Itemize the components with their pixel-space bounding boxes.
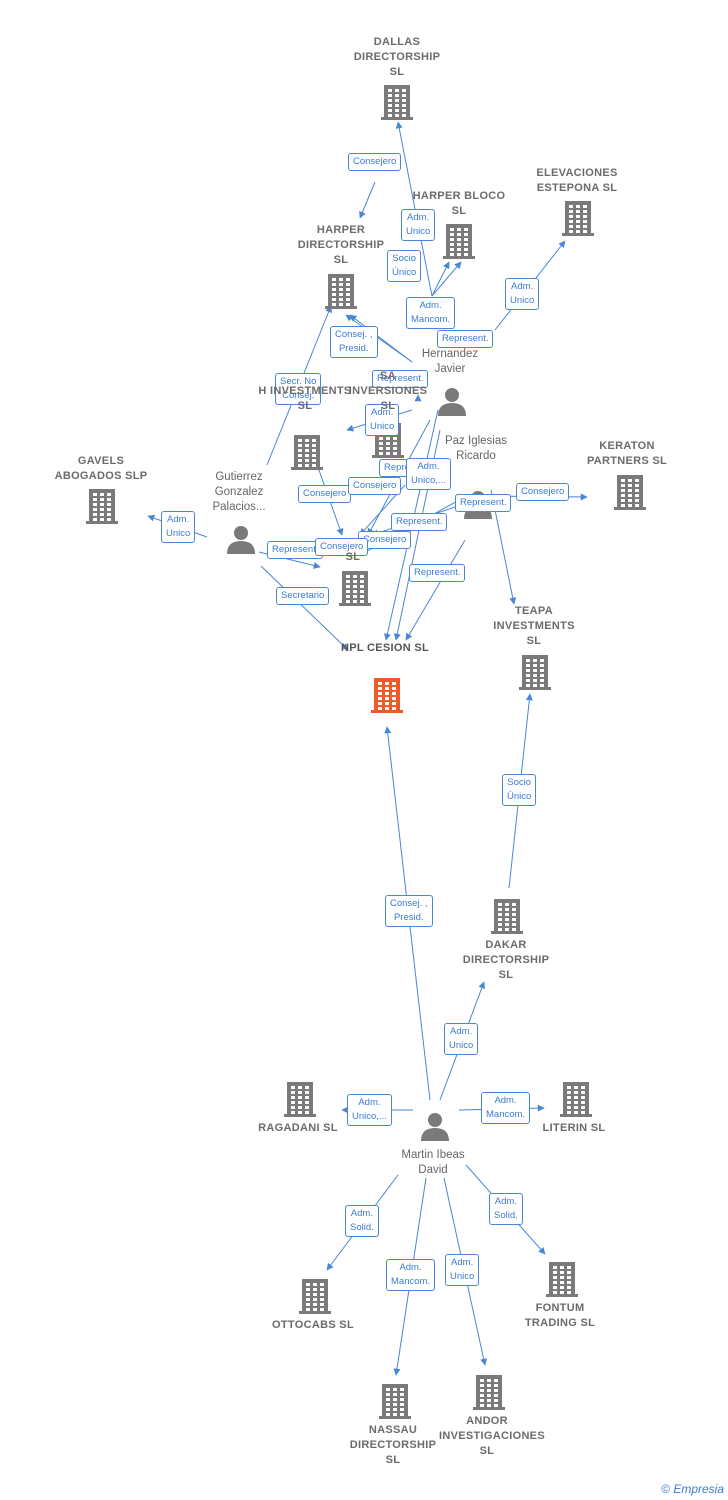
edge-label[interactable]: Secretario xyxy=(276,587,330,605)
edge-label[interactable]: Consejero xyxy=(348,477,402,495)
building-icon[interactable] xyxy=(339,571,371,606)
company-name[interactable]: KERATON PARTNERS SL xyxy=(586,440,668,467)
company-name[interactable]: DAKAR DIRECTORSHIP SL xyxy=(462,939,550,981)
building-icon[interactable] xyxy=(560,1082,592,1117)
edge-label[interactable]: Consej. ,Presid. xyxy=(385,895,433,927)
edge-label[interactable]: Adm.Unico xyxy=(365,404,400,436)
building-icon[interactable] xyxy=(519,655,551,690)
person-icon[interactable] xyxy=(438,388,466,416)
company-name[interactable]: HARPER BLOCO SL xyxy=(412,190,506,217)
edge-label[interactable]: Consejero xyxy=(298,485,352,503)
edge-hernandez-harper_bloco xyxy=(431,261,450,297)
edge-label[interactable]: Adm.Unico xyxy=(445,1254,480,1286)
company-name[interactable]: SA INVERSIONES SL xyxy=(348,370,428,412)
company-name[interactable]: RAGADANI SL xyxy=(258,1122,338,1134)
edge-label[interactable]: Adm.Mancom. xyxy=(386,1259,436,1291)
edge-label[interactable]: Represent. xyxy=(437,330,494,348)
company-name[interactable]: OTTOCABS SL xyxy=(272,1319,354,1331)
company-name[interactable]: ANDOR INVESTIGACIONES SL xyxy=(439,1415,545,1457)
brand-name: Empresia xyxy=(673,1482,724,1496)
edge-label[interactable]: Consejero xyxy=(516,483,570,501)
company-name[interactable]: FONTUM TRADING SL xyxy=(524,1302,596,1329)
building-icon[interactable] xyxy=(291,435,323,470)
edge-label[interactable]: Consejero xyxy=(348,153,402,171)
edge-label[interactable]: Adm.Unico xyxy=(401,209,436,241)
focus-building-icon[interactable] xyxy=(371,678,403,713)
company-name[interactable]: NPL CESION SL xyxy=(340,642,430,654)
person-icon[interactable] xyxy=(227,526,255,554)
edge-paz-npl xyxy=(405,539,466,641)
edge-label[interactable]: Adm.Unico xyxy=(505,278,540,310)
edge-label[interactable]: Consej. ,Presid. xyxy=(330,326,378,358)
company-name[interactable]: NASSAU DIRECTORSHIP SL xyxy=(349,1424,437,1466)
edge-dallas-harper_dir xyxy=(359,181,376,219)
building-icon[interactable] xyxy=(614,475,646,510)
edge-hernandez-harper_dir xyxy=(345,314,413,363)
company-name[interactable]: LITERIN SL xyxy=(542,1122,606,1134)
copyright-symbol: © xyxy=(661,1482,670,1496)
person-name[interactable]: Martin Ibeas David xyxy=(401,1149,465,1176)
edge-label[interactable]: Represent. xyxy=(455,494,512,512)
edge-label[interactable]: Represent. xyxy=(391,513,448,531)
person-icon[interactable] xyxy=(421,1113,449,1141)
edge-label[interactable]: Adm.Unico xyxy=(161,511,196,543)
edge-label[interactable]: Adm.Mancom. xyxy=(406,297,456,329)
edge-label[interactable]: Represent. xyxy=(372,370,429,388)
person-name[interactable]: Paz Iglesias Ricardo xyxy=(444,435,507,462)
person-name[interactable]: Gutierrez Gonzalez Palacios... xyxy=(212,471,266,513)
edge-label[interactable]: Adm.Unico,... xyxy=(406,458,451,490)
edge-label[interactable]: Adm.Solid. xyxy=(489,1193,523,1225)
company-name[interactable]: TEAPA INVESTMENTS SL xyxy=(493,605,575,647)
empresia-credit: © Empresia xyxy=(661,1482,724,1496)
company-name[interactable]: DALLAS DIRECTORSHIP SL xyxy=(353,36,441,78)
building-icon[interactable] xyxy=(325,274,357,309)
building-icon[interactable] xyxy=(379,1384,411,1419)
building-icon[interactable] xyxy=(86,489,118,524)
edge-label[interactable]: Adm.Unico xyxy=(444,1023,479,1055)
company-name[interactable]: H INVESTMENTS SL xyxy=(258,385,352,412)
company-name[interactable]: ELEVACIONES ESTEPONA SL xyxy=(536,167,618,194)
edge-label[interactable]: Consejero xyxy=(315,538,369,556)
edge-label[interactable]: Consejero xyxy=(358,531,412,549)
building-icon[interactable] xyxy=(381,85,413,120)
building-icon[interactable] xyxy=(299,1279,331,1314)
building-icon[interactable] xyxy=(443,224,475,259)
building-icon[interactable] xyxy=(284,1082,316,1117)
building-icon[interactable] xyxy=(491,899,523,934)
edge-hernandez-harper_bloco xyxy=(431,261,462,297)
building-icon[interactable] xyxy=(546,1262,578,1297)
company-name[interactable]: SL xyxy=(345,551,361,563)
building-icon[interactable] xyxy=(562,201,594,236)
edge-label[interactable]: Represent. xyxy=(409,564,466,582)
person-name[interactable]: Hernandez Javier xyxy=(421,348,479,375)
edge-label[interactable]: Adm.Mancom. xyxy=(481,1092,531,1124)
building-icon[interactable] xyxy=(473,1375,505,1410)
edge-gutierrez-npl xyxy=(260,565,349,651)
edge-label[interactable]: Adm.Unico,... xyxy=(347,1094,392,1126)
company-name[interactable]: GAVELS ABOGADOS SLP xyxy=(54,455,148,482)
company-name[interactable]: HARPER DIRECTORSHIP SL xyxy=(297,224,385,266)
edge-label[interactable]: Adm.Solid. xyxy=(345,1205,379,1237)
